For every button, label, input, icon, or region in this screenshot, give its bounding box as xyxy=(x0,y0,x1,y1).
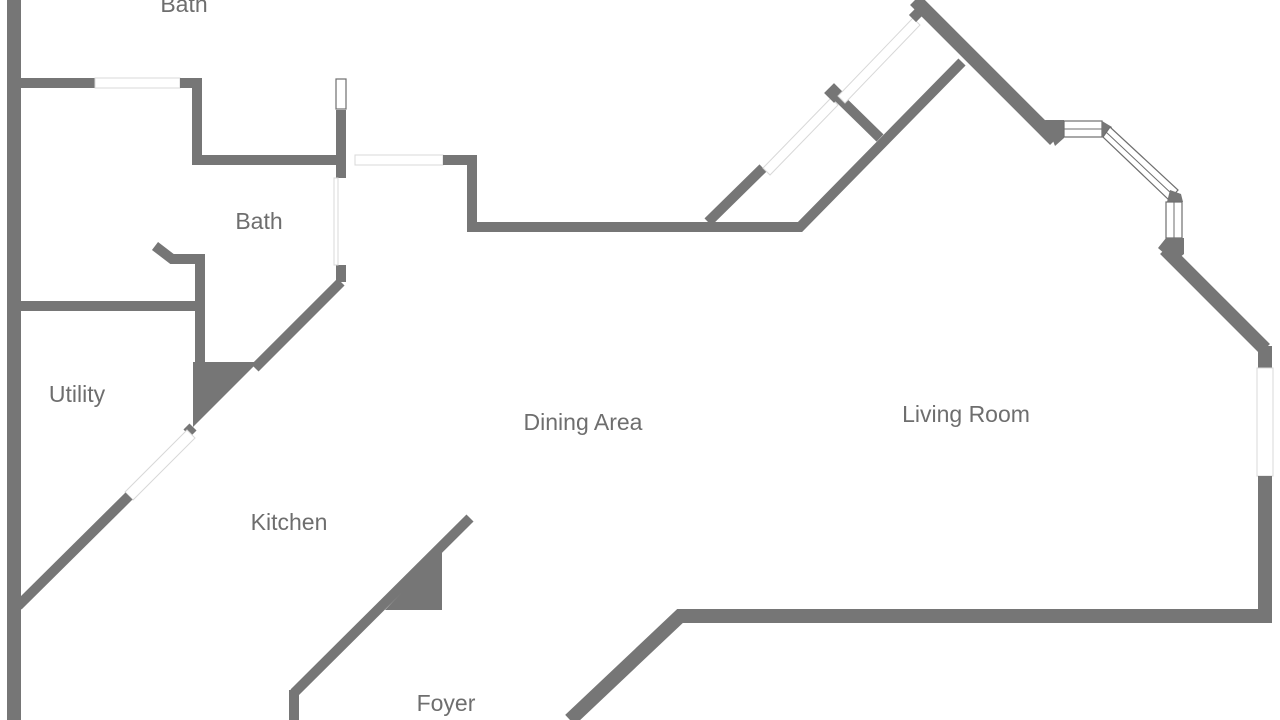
label-living-room: Living Room xyxy=(902,401,1030,427)
label-foyer: Foyer xyxy=(417,690,476,716)
label-bath-top: Bath xyxy=(160,0,207,17)
label-kitchen: Kitchen xyxy=(251,509,328,535)
kitchen-walls xyxy=(14,429,196,610)
label-bath: Bath xyxy=(235,208,282,234)
upper-bath-walls xyxy=(14,77,347,178)
living-walls xyxy=(565,0,1274,720)
foyer-walls xyxy=(289,514,474,720)
label-dining-area: Dining Area xyxy=(524,409,643,435)
room-labels: Bath Bath Utility Kitchen Dining Area Li… xyxy=(49,0,1030,716)
label-utility: Utility xyxy=(49,381,106,407)
bath-walls xyxy=(14,177,346,437)
hall-walls xyxy=(354,7,966,232)
